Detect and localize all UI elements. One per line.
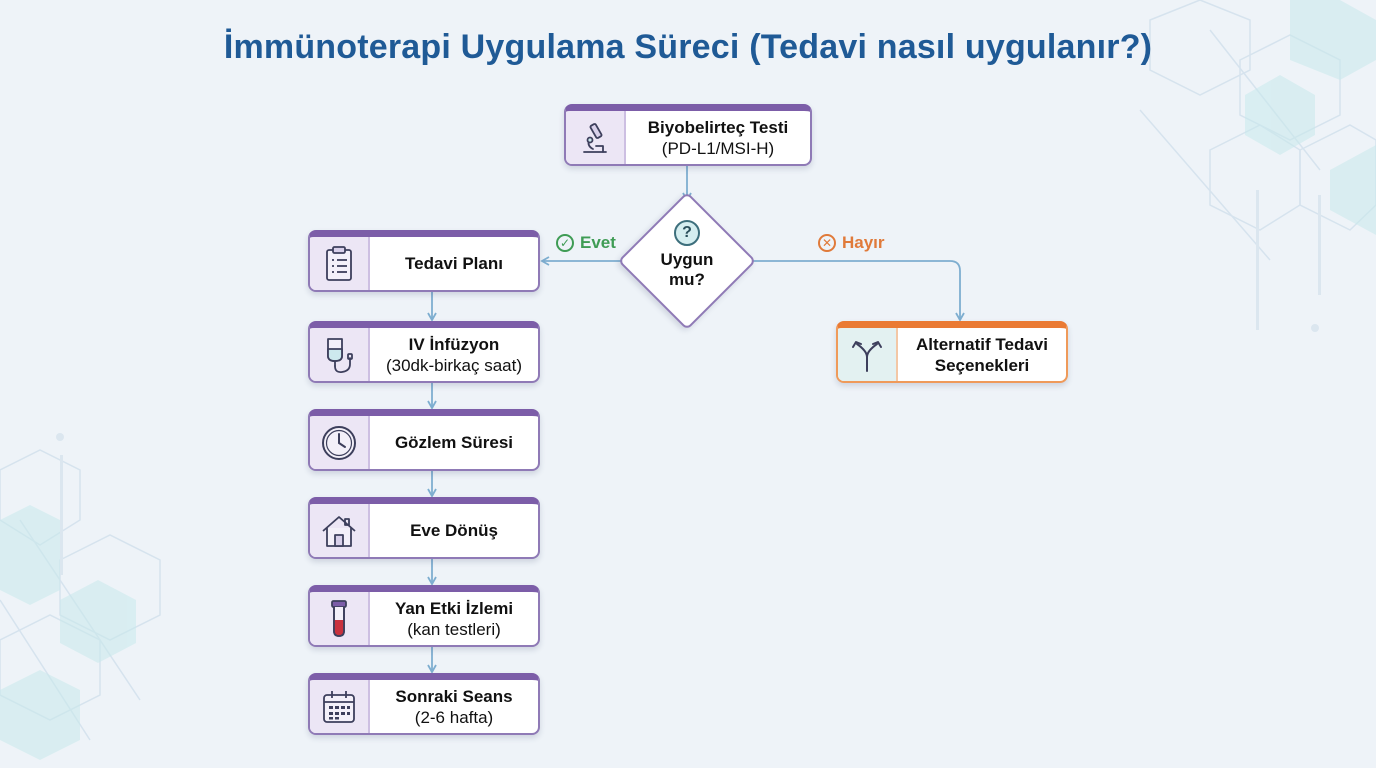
- microscope-icon: [566, 111, 626, 164]
- node-title-line2: Seçenekleri: [934, 355, 1030, 375]
- node-home-return: Eve Dönüş: [308, 497, 540, 559]
- node-title: Gözlem Süresi: [394, 433, 514, 452]
- node-title: Eve Dönüş: [410, 521, 498, 540]
- node-title: IV İnfüzyon: [408, 334, 500, 354]
- node-biomarker-test: Biyobelirteç Testi (PD-L1/MSI-H): [564, 104, 812, 166]
- node-observation: Gözlem Süresi: [308, 409, 540, 471]
- blood-tube-icon: [310, 592, 370, 645]
- clock-icon: [310, 416, 370, 469]
- clipboard-icon: [310, 237, 370, 290]
- page-title: İmmünoterapi Uygulama Süreci (Tedavi nas…: [223, 28, 1153, 66]
- node-title: Sonraki Seans: [395, 686, 513, 706]
- house-icon: [310, 504, 370, 557]
- cross-icon: ✕: [818, 234, 836, 252]
- check-icon: ✓: [556, 234, 574, 252]
- branch-yes-label: ✓ Evet: [556, 233, 616, 253]
- node-title: Tedavi Planı: [405, 254, 503, 273]
- node-subtitle: (kan testleri): [407, 619, 501, 639]
- decision-label: Uygun mu?: [660, 250, 714, 289]
- node-treatment-plan: Tedavi Planı: [308, 230, 540, 292]
- branch-no-label: ✕ Hayır: [818, 233, 885, 253]
- node-side-effect-monitoring: Yan Etki İzlemi (kan testleri): [308, 585, 540, 647]
- node-next-session: Sonraki Seans (2-6 hafta): [308, 673, 540, 735]
- node-alternative-treatment: Alternatif Tedavi Seçenekleri: [836, 321, 1068, 383]
- calendar-icon: [310, 680, 370, 733]
- node-subtitle: (30dk-birkaç saat): [385, 355, 523, 375]
- node-subtitle: (2-6 hafta): [414, 707, 494, 727]
- node-title: Alternatif Tedavi: [916, 334, 1048, 354]
- node-title: Yan Etki İzlemi: [394, 598, 514, 618]
- branch-yes-text: Evet: [580, 233, 616, 252]
- question-icon: ?: [674, 220, 700, 246]
- iv-bag-icon: [310, 328, 370, 381]
- branch-no-text: Hayır: [842, 233, 885, 252]
- split-arrows-icon: [838, 328, 898, 381]
- node-title: Biyobelirteç Testi: [647, 117, 789, 137]
- node-subtitle: (PD-L1/MSI-H): [661, 138, 775, 158]
- node-iv-infusion: IV İnfüzyon (30dk-birkaç saat): [308, 321, 540, 383]
